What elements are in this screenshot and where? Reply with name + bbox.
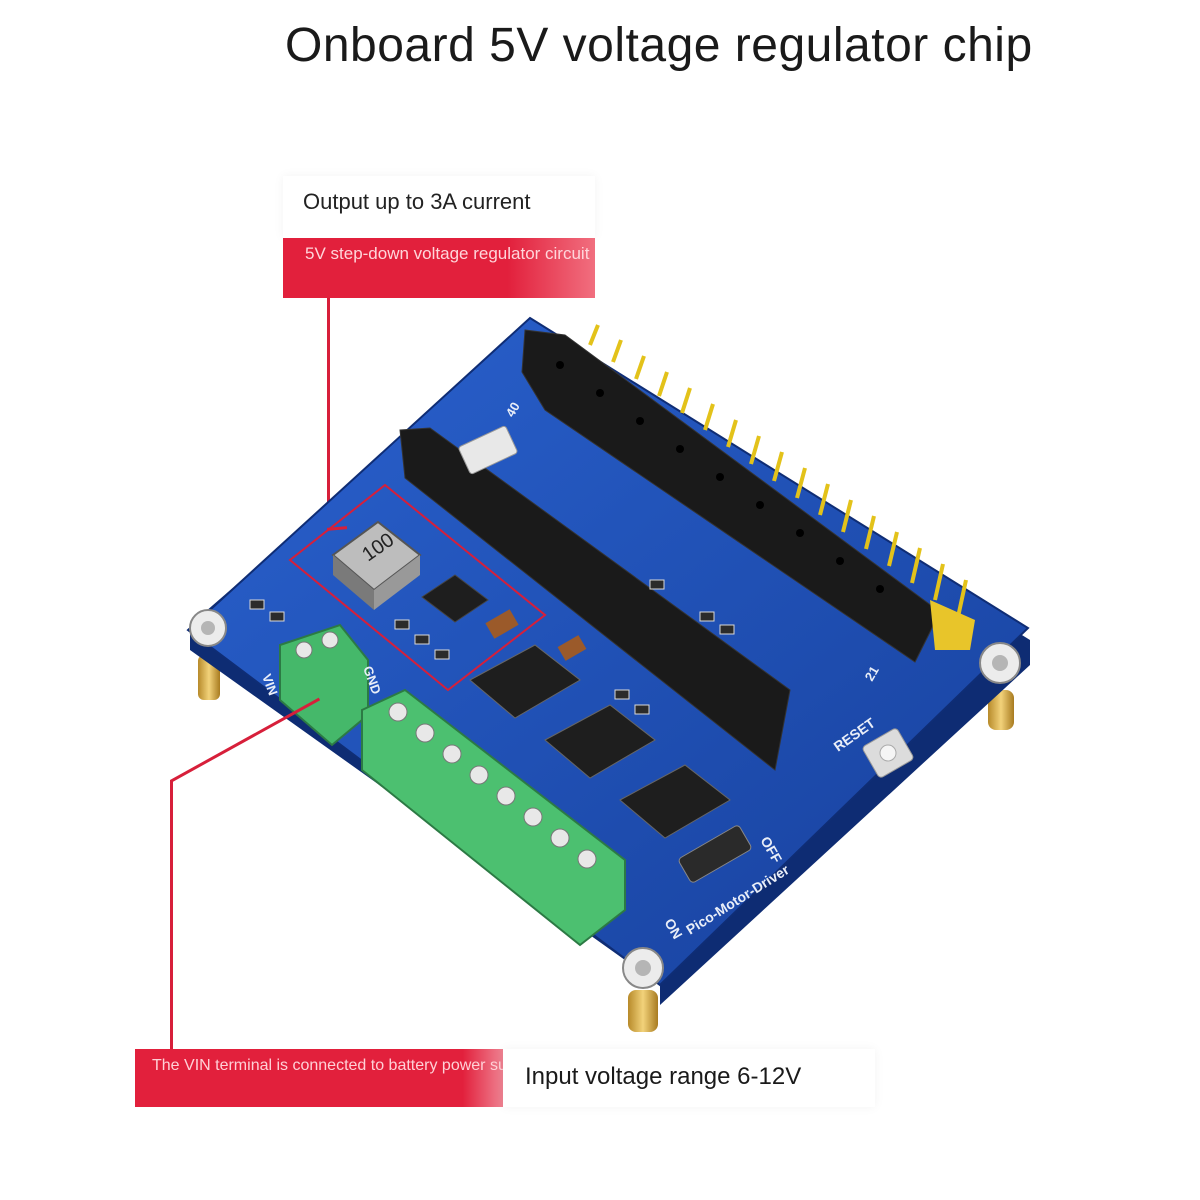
header-pico xyxy=(399,427,791,771)
page-title: Onboard 5V voltage regulator chip xyxy=(285,19,1033,72)
capacitor-orange-2 xyxy=(557,635,587,661)
motor-terminal-block xyxy=(361,688,626,947)
top-callout-headline: Output up to 3A current xyxy=(283,176,595,238)
power-switch xyxy=(678,825,752,883)
mounting-screws xyxy=(189,609,1021,989)
header-40-pin xyxy=(521,329,941,663)
smd-components xyxy=(249,579,735,715)
leader-line-top-vertical xyxy=(327,298,330,530)
driver-ic-2 xyxy=(544,704,656,779)
leader-line-bottom-vertical xyxy=(170,780,173,1050)
regulator-highlight-box xyxy=(288,483,547,692)
top-callout: Output up to 3A current 5V step-down vol… xyxy=(283,176,595,298)
bottom-callout-headline: Input voltage range 6-12V xyxy=(503,1049,875,1107)
gpio-male-pins xyxy=(588,324,968,618)
bottom-callout: The VIN terminal is connected to battery… xyxy=(135,1049,875,1107)
pcb-surface xyxy=(186,316,1030,987)
gpio-pin-base xyxy=(930,600,975,650)
driver-ic-3 xyxy=(619,764,731,839)
capacitor-orange xyxy=(485,609,519,639)
driver-ic-1 xyxy=(469,644,581,719)
regulator-ic xyxy=(421,574,489,623)
pin-40-label: 40 xyxy=(503,399,523,419)
bottom-callout-note: The VIN terminal is connected to battery… xyxy=(135,1049,555,1107)
pin-21-label: 21 xyxy=(862,663,882,683)
vin-terminal-block xyxy=(279,623,369,747)
top-callout-note: 5V step-down voltage regulator circuit xyxy=(283,238,595,298)
standoff-right xyxy=(988,690,1014,730)
header-pin-holes xyxy=(556,361,884,593)
standoff-bottom xyxy=(628,990,658,1032)
vin-label: VIN xyxy=(259,672,281,697)
usb-connector xyxy=(458,425,518,475)
